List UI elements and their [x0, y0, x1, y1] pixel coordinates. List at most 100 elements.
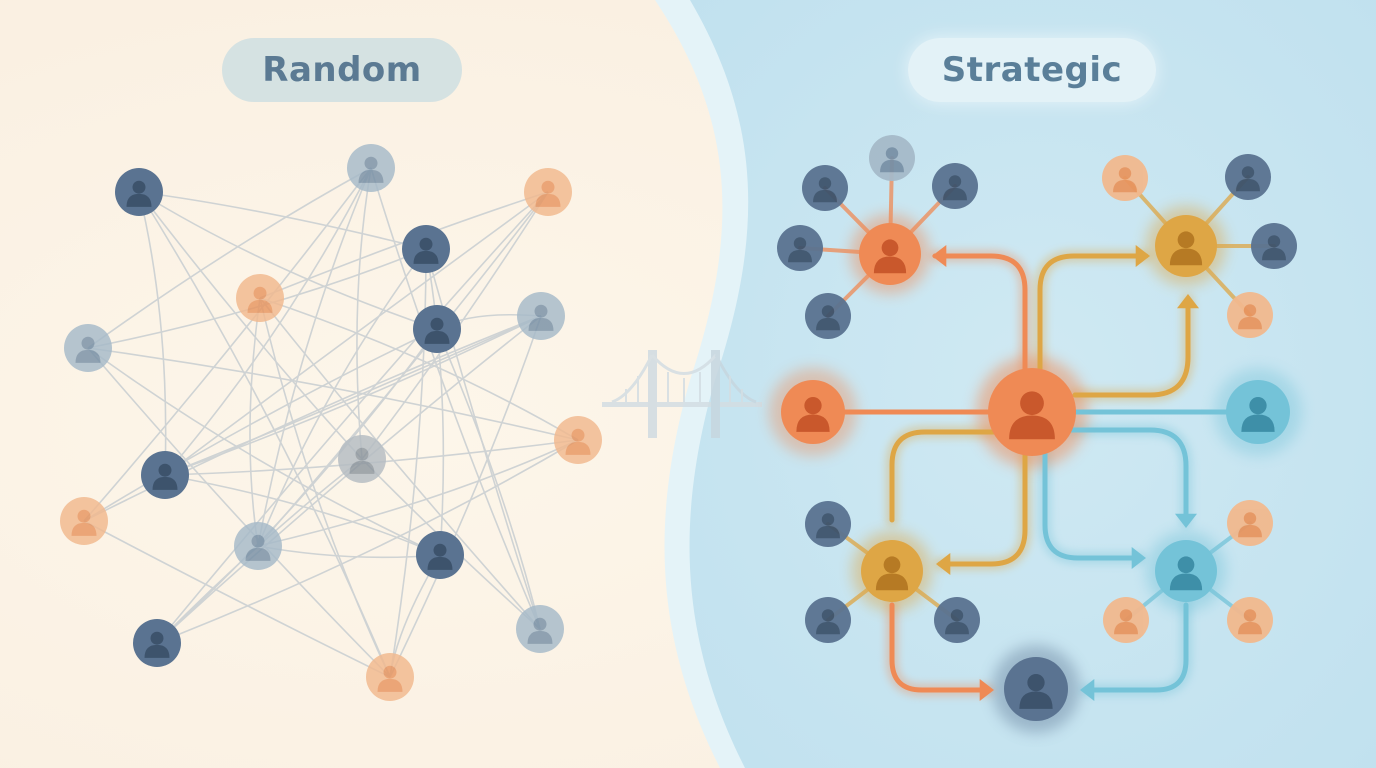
person-icon [816, 609, 840, 635]
random-edge [83, 520, 391, 678]
arrow-head [1131, 547, 1146, 569]
random-edge [138, 191, 167, 476]
random-edge [83, 167, 372, 522]
person-icon [1238, 609, 1262, 635]
leaf-node [869, 135, 915, 181]
leaf-node [805, 293, 851, 339]
person-icon [413, 237, 439, 264]
random-node [115, 168, 163, 216]
strategic-label: Strategic [908, 38, 1156, 102]
leaf-node [1251, 223, 1297, 269]
person-icon [1236, 166, 1260, 192]
random-edge [356, 167, 372, 460]
endpoint-node [781, 380, 845, 444]
hub-node [861, 540, 923, 602]
random-edge [138, 191, 363, 460]
person-icon [945, 609, 969, 635]
person-icon [527, 617, 553, 644]
random-edge [83, 328, 438, 522]
person-icon [788, 237, 812, 263]
arrow-head [979, 679, 994, 701]
person-icon [71, 509, 97, 536]
leaf-node [932, 163, 978, 209]
leaf-node [1227, 500, 1273, 546]
random-edge [389, 248, 427, 678]
edge-down-hub-bottom-right [1067, 427, 1189, 525]
random-node [133, 619, 181, 667]
random-network-nodes [60, 144, 602, 701]
leaf-node [1103, 597, 1149, 643]
person-icon [144, 631, 170, 658]
random-edge [257, 191, 549, 547]
person-icon [1238, 304, 1262, 330]
random-edge [259, 297, 541, 630]
person-icon [1019, 673, 1053, 709]
arrow-head [936, 553, 951, 575]
strategic-network-nodes [777, 135, 1297, 721]
leaf-node [777, 225, 823, 271]
leaf-node [1227, 597, 1273, 643]
random-edge [156, 439, 579, 644]
random-edge [257, 248, 427, 547]
leaf-node [805, 597, 851, 643]
random-node [236, 274, 284, 322]
edge-from-hub-bottom-right [1083, 602, 1189, 693]
leaf-node [1102, 155, 1148, 201]
arrow-head [1175, 513, 1197, 528]
person-icon [245, 534, 271, 561]
leaf-node [934, 597, 980, 643]
random-node [554, 416, 602, 464]
person-icon [424, 317, 450, 344]
random-edge [87, 167, 372, 349]
endpoint-node [1004, 657, 1068, 721]
arrow-head [1177, 294, 1199, 309]
random-edge [259, 297, 391, 678]
random-node [517, 292, 565, 340]
person-icon [358, 156, 384, 183]
central-hub-node [988, 368, 1076, 456]
person-icon [152, 463, 178, 490]
random-edge [87, 347, 391, 678]
person-icon [1238, 512, 1262, 538]
person-icon [1241, 396, 1275, 432]
edge-to-bottom-endpoint [889, 602, 991, 693]
random-node [141, 451, 189, 499]
random-node [234, 522, 282, 570]
person-icon [1114, 609, 1138, 635]
edge-to-hub-top-right [1037, 253, 1149, 378]
person-icon [1009, 391, 1055, 440]
arrow-head [1080, 679, 1095, 701]
person-icon [813, 177, 837, 203]
arrow-head [1135, 245, 1150, 267]
person-icon [875, 556, 909, 591]
edge-to-hub-top-left [932, 253, 1028, 378]
edge-up-hub-top-right [1072, 297, 1191, 398]
random-edge [164, 315, 542, 476]
person-icon [565, 428, 591, 455]
random-node [347, 144, 395, 192]
person-icon [1169, 231, 1203, 266]
person-icon [535, 180, 561, 207]
random-node [516, 605, 564, 653]
random-edge [87, 347, 441, 556]
hub-node [859, 223, 921, 285]
random-node [416, 531, 464, 579]
person-icon [75, 336, 101, 363]
person-icon [377, 665, 403, 692]
random-node [60, 497, 108, 545]
random-node [402, 225, 450, 273]
random-edge [257, 167, 372, 547]
person-icon [796, 396, 830, 432]
random-edge [138, 191, 438, 330]
leaf-node [802, 165, 848, 211]
hub-node [1155, 540, 1217, 602]
random-edge [138, 191, 427, 250]
person-icon [1113, 167, 1137, 193]
random-edge [164, 167, 372, 476]
person-icon [943, 175, 967, 201]
person-icon [816, 305, 840, 331]
person-icon [427, 543, 453, 570]
random-edge [436, 328, 541, 630]
random-edge [164, 191, 549, 476]
person-icon [349, 447, 375, 474]
